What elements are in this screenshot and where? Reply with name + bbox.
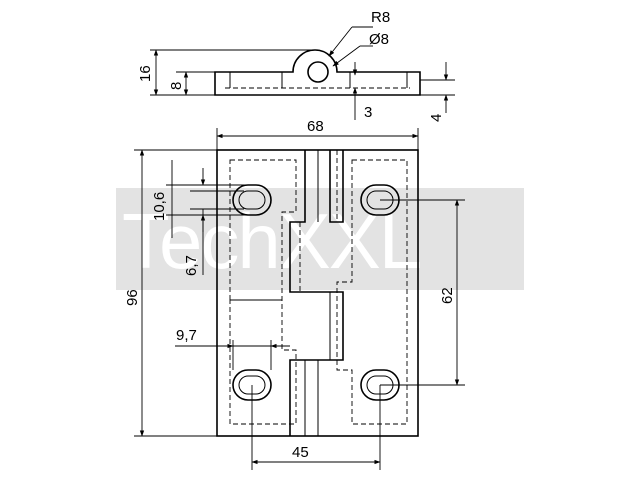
dim-hole-horizontal-spacing: 45 bbox=[292, 444, 309, 461]
dim-side-total-height: 16 bbox=[137, 65, 154, 82]
front-view: 68 96 10,6 6,7 62 9,7 45 bbox=[124, 118, 465, 470]
dim-side-leaf-height: 8 bbox=[168, 82, 185, 90]
pin-diameter-label: Ø8 bbox=[369, 31, 389, 48]
dim-width: 68 bbox=[307, 118, 324, 135]
side-view: R8 Ø8 16 8 3 4 bbox=[137, 9, 455, 122]
dim-height: 96 bbox=[124, 289, 141, 306]
dim-side-thickness: 4 bbox=[428, 114, 445, 122]
dim-hole-vertical-spacing: 62 bbox=[439, 287, 456, 304]
radius-label: R8 bbox=[371, 9, 390, 26]
dim-hole-width: 6,7 bbox=[183, 255, 200, 276]
pin-circle bbox=[307, 61, 329, 83]
dim-side-offset: 3 bbox=[364, 104, 372, 121]
side-view-outline bbox=[214, 49, 421, 96]
dim-hole-slot: 10,6 bbox=[151, 192, 168, 221]
dim-hole-edge-offset: 9,7 bbox=[176, 327, 197, 344]
